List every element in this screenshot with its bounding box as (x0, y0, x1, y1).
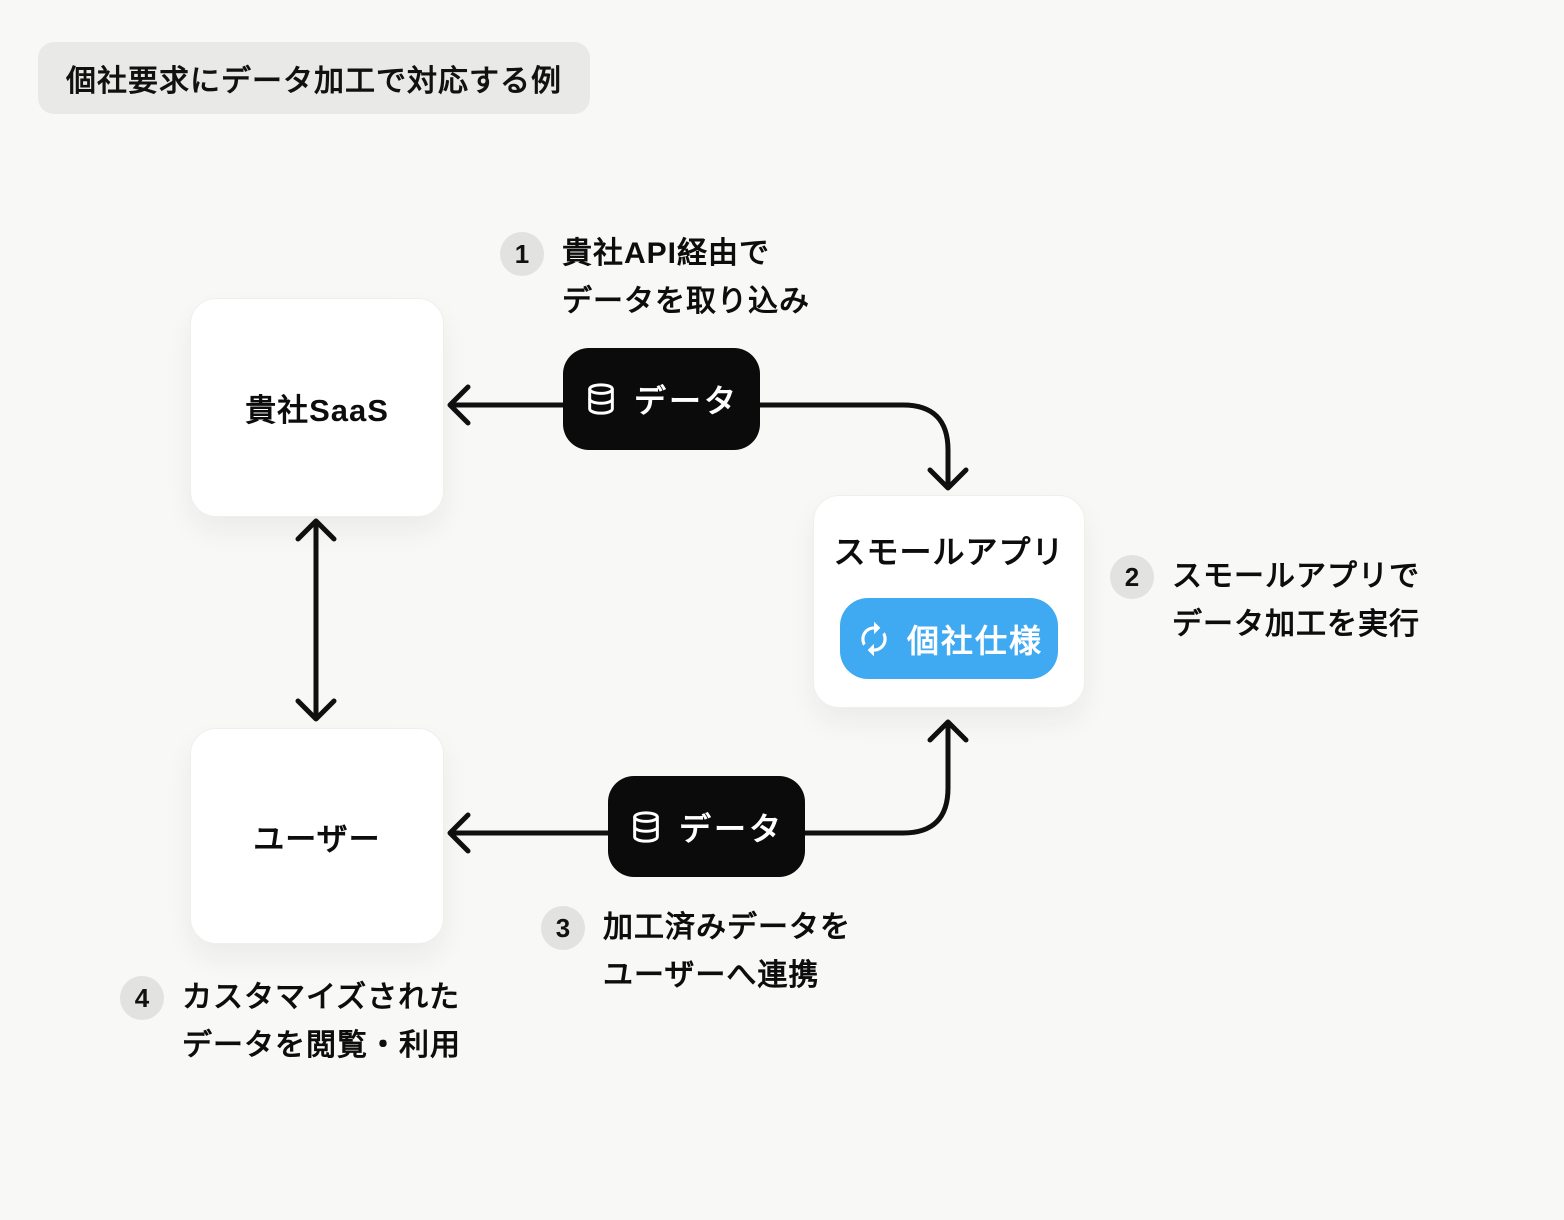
step-4-line2: データを閲覧・利用 (182, 1029, 461, 1062)
step-3: 3 加工済みデータを ユーザーへ連携 (541, 904, 851, 1000)
custom-spec-button: 個社仕様 (840, 598, 1058, 679)
node-user: ユーザー (190, 728, 444, 944)
step-4: 4 カスタマイズされた データを閲覧・利用 (120, 974, 461, 1070)
step-2-text: スモールアプリで データ加工を実行 (1172, 553, 1420, 649)
node-saas-label: 貴社SaaS (245, 393, 389, 428)
arrow-left-head-top (447, 384, 471, 426)
node-small-app-label: スモールアプリ (833, 534, 1065, 570)
step-4-line1: カスタマイズされた (182, 981, 461, 1014)
step-2: 2 スモールアプリで データ加工を実行 (1110, 553, 1420, 649)
diagram-title-badge: 個社要求にデータ加工で対応する例 (38, 42, 590, 114)
step-4-text: カスタマイズされた データを閲覧・利用 (182, 974, 461, 1070)
node-saas: 貴社SaaS (190, 298, 444, 517)
step-3-text: 加工済みデータを ユーザーへ連携 (603, 904, 851, 1000)
step-3-number: 3 (541, 906, 585, 950)
arrow-up-head (927, 719, 969, 743)
arrow-down-head (927, 467, 969, 491)
arrow-down-head-vertical (295, 698, 337, 722)
arrow-bottom-flow-line (450, 723, 951, 836)
data-pill-top: データ (563, 348, 760, 450)
step-1-line1: 貴社API経由で (562, 237, 771, 270)
database-icon (584, 381, 618, 417)
database-icon (629, 809, 663, 845)
arrow-top-flow-line (450, 402, 951, 487)
node-user-label: ユーザー (253, 821, 381, 857)
step-2-line2: データ加工を実行 (1172, 608, 1420, 641)
step-2-number: 2 (1110, 555, 1154, 599)
step-3-line1: 加工済みデータを (603, 911, 851, 944)
refresh-icon (855, 620, 893, 658)
step-4-number: 4 (120, 976, 164, 1020)
arrow-up-head-vertical (295, 518, 337, 542)
step-3-line2: ユーザーへ連携 (603, 959, 820, 992)
arrow-left-head-bottom (447, 812, 471, 854)
data-pill-top-label: データ (633, 383, 739, 419)
custom-spec-button-label: 個社仕様 (906, 622, 1043, 659)
data-pill-bottom-label: データ (678, 810, 784, 847)
data-pill-bottom: データ (608, 776, 805, 877)
step-1: 1 貴社API経由で データを取り込み (500, 230, 810, 326)
step-1-line2: データを取り込み (562, 285, 810, 318)
step-2-line1: スモールアプリで (1172, 560, 1420, 593)
step-1-text: 貴社API経由で データを取り込み (562, 230, 810, 326)
node-small-app: スモールアプリ 個社仕様 (813, 495, 1085, 708)
step-1-number: 1 (500, 232, 544, 276)
